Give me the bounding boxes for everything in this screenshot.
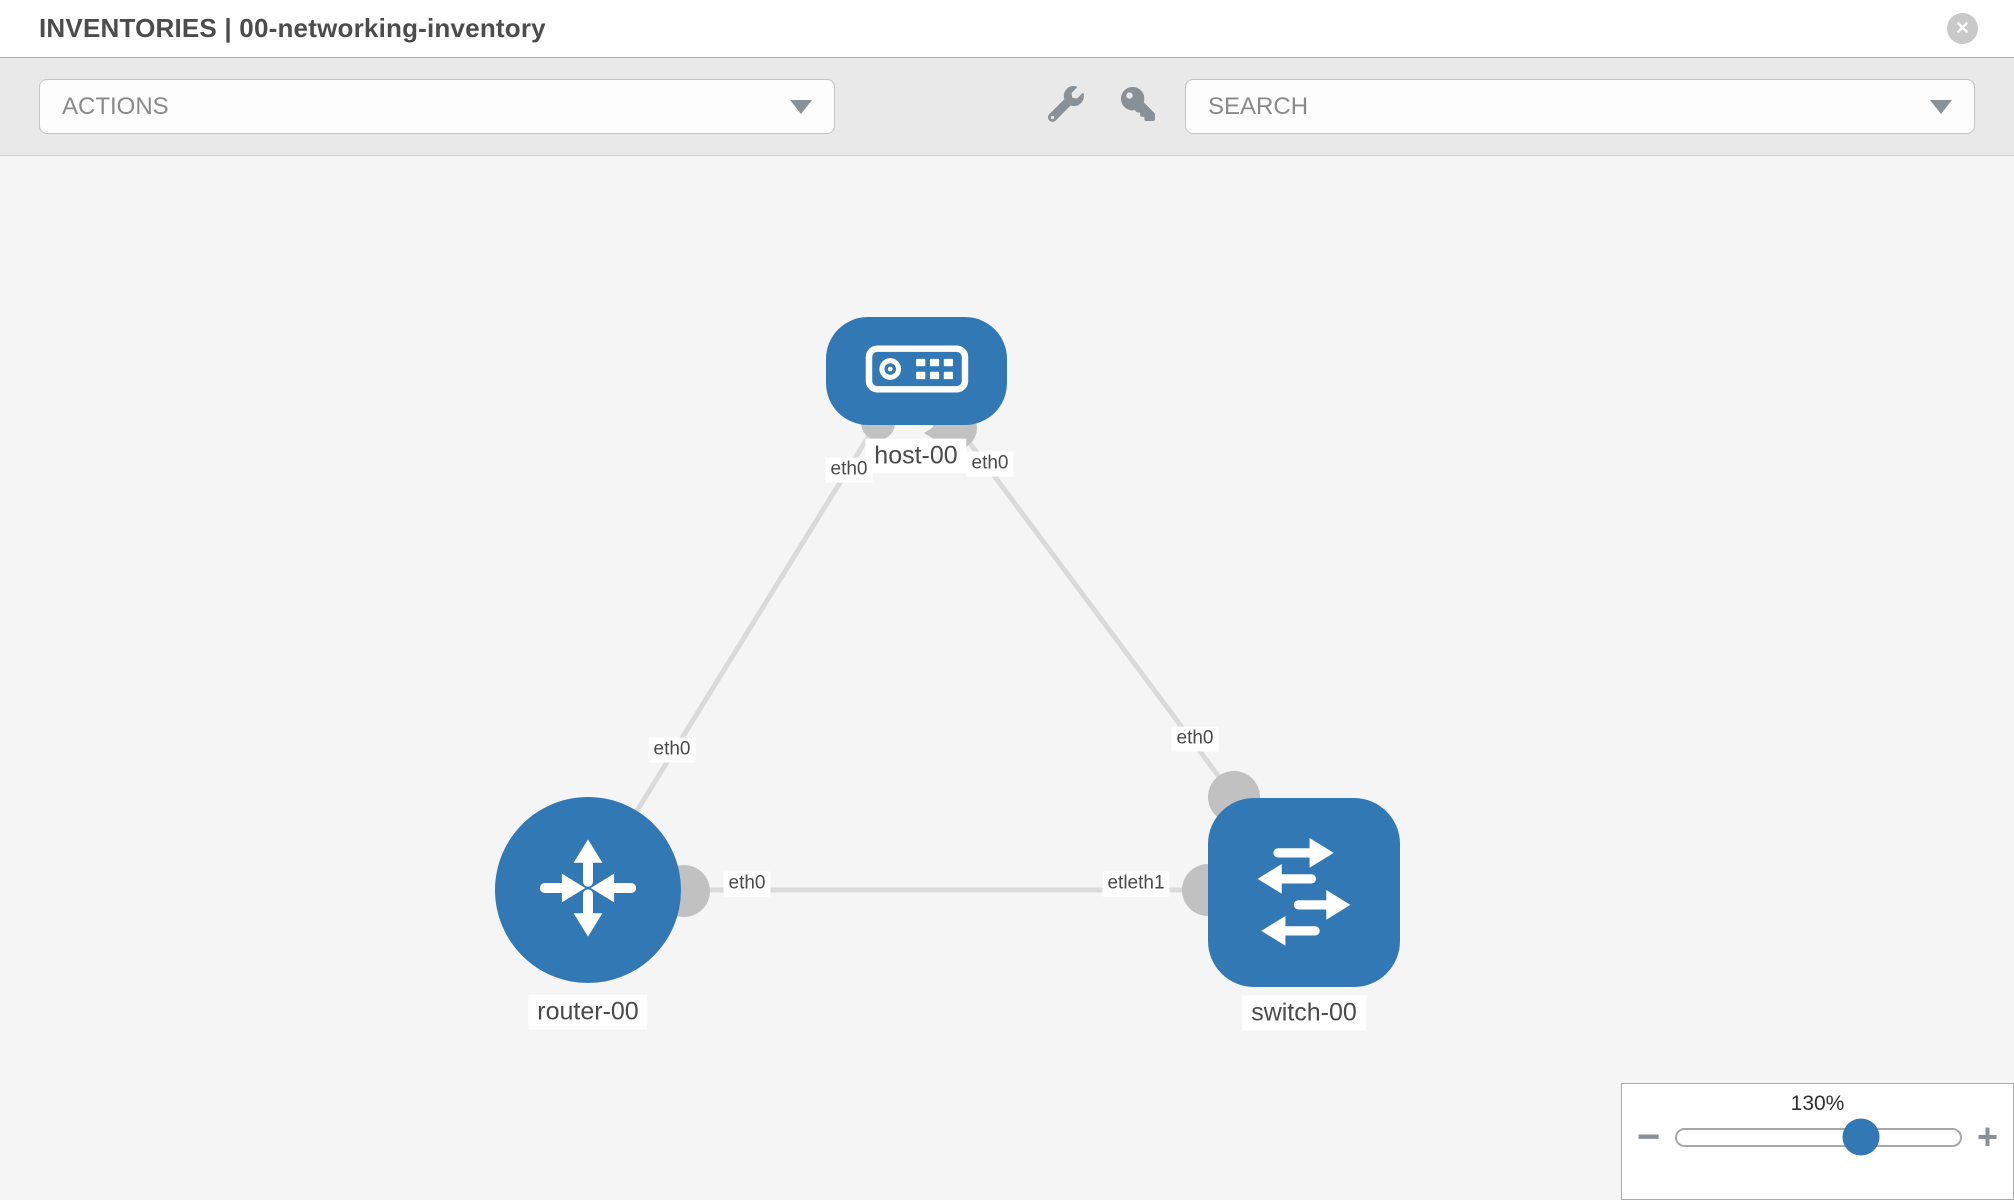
actions-dropdown[interactable]: ACTIONS bbox=[39, 79, 835, 134]
plus-icon: + bbox=[1976, 1115, 1998, 1157]
zoom-slider-track[interactable] bbox=[1675, 1118, 1962, 1156]
zoom-out-button[interactable]: − bbox=[1637, 1117, 1660, 1157]
page-title: INVENTORIES | 00-networking-inventory bbox=[39, 13, 546, 43]
actions-dropdown-label: ACTIONS bbox=[62, 92, 169, 120]
zoom-level-value: 130% bbox=[1790, 1092, 1845, 1115]
zoom-panel: 130% − + bbox=[1621, 1083, 2014, 1200]
interface-label: eth0 bbox=[825, 457, 873, 483]
topology-links-layer bbox=[585, 406, 1260, 917]
zoom-slider-thumb[interactable] bbox=[1842, 1118, 1880, 1156]
node-host-00[interactable] bbox=[826, 317, 1007, 425]
chevron-down-icon bbox=[1930, 99, 1952, 114]
key-icon bbox=[1121, 87, 1155, 126]
close-icon: ✕ bbox=[1954, 18, 1971, 38]
toolbar: ACTIONS SEARCH bbox=[0, 57, 2014, 156]
header: INVENTORIES | 00-networking-inventory ✕ bbox=[0, 0, 2014, 57]
node-label-router-00: router-00 bbox=[528, 994, 648, 1030]
search-dropdown-label: SEARCH bbox=[1208, 92, 1309, 120]
close-button[interactable]: ✕ bbox=[1947, 13, 1978, 44]
switch-icon bbox=[1239, 825, 1369, 960]
node-label-host-00: host-00 bbox=[865, 438, 967, 474]
interface-label: eth0 bbox=[1171, 726, 1219, 752]
chevron-down-icon bbox=[790, 99, 812, 114]
minus-icon: − bbox=[1637, 1115, 1661, 1159]
topology-canvas[interactable]: 130% − + host-00 router-00 switch-00 eth0 et… bbox=[0, 156, 2014, 1200]
host-icon bbox=[865, 344, 969, 398]
interface-label: etleth1 bbox=[1102, 871, 1170, 897]
interface-label: eth0 bbox=[966, 451, 1014, 477]
interface-label: eth0 bbox=[723, 871, 771, 897]
interface-label: eth0 bbox=[648, 737, 696, 763]
credentials-button[interactable] bbox=[1119, 87, 1157, 126]
node-label-switch-00: switch-00 bbox=[1242, 995, 1366, 1031]
router-icon bbox=[525, 825, 651, 956]
search-dropdown[interactable]: SEARCH bbox=[1185, 79, 1975, 134]
wrench-icon bbox=[1047, 85, 1084, 127]
zoom-slider-row: − + bbox=[1622, 1116, 2013, 1157]
toolbar-icons bbox=[1047, 85, 1157, 127]
node-router-00[interactable] bbox=[495, 797, 681, 983]
zoom-in-button[interactable]: + bbox=[1977, 1118, 1998, 1154]
tools-button[interactable] bbox=[1047, 85, 1085, 127]
node-switch-00[interactable] bbox=[1208, 798, 1400, 987]
